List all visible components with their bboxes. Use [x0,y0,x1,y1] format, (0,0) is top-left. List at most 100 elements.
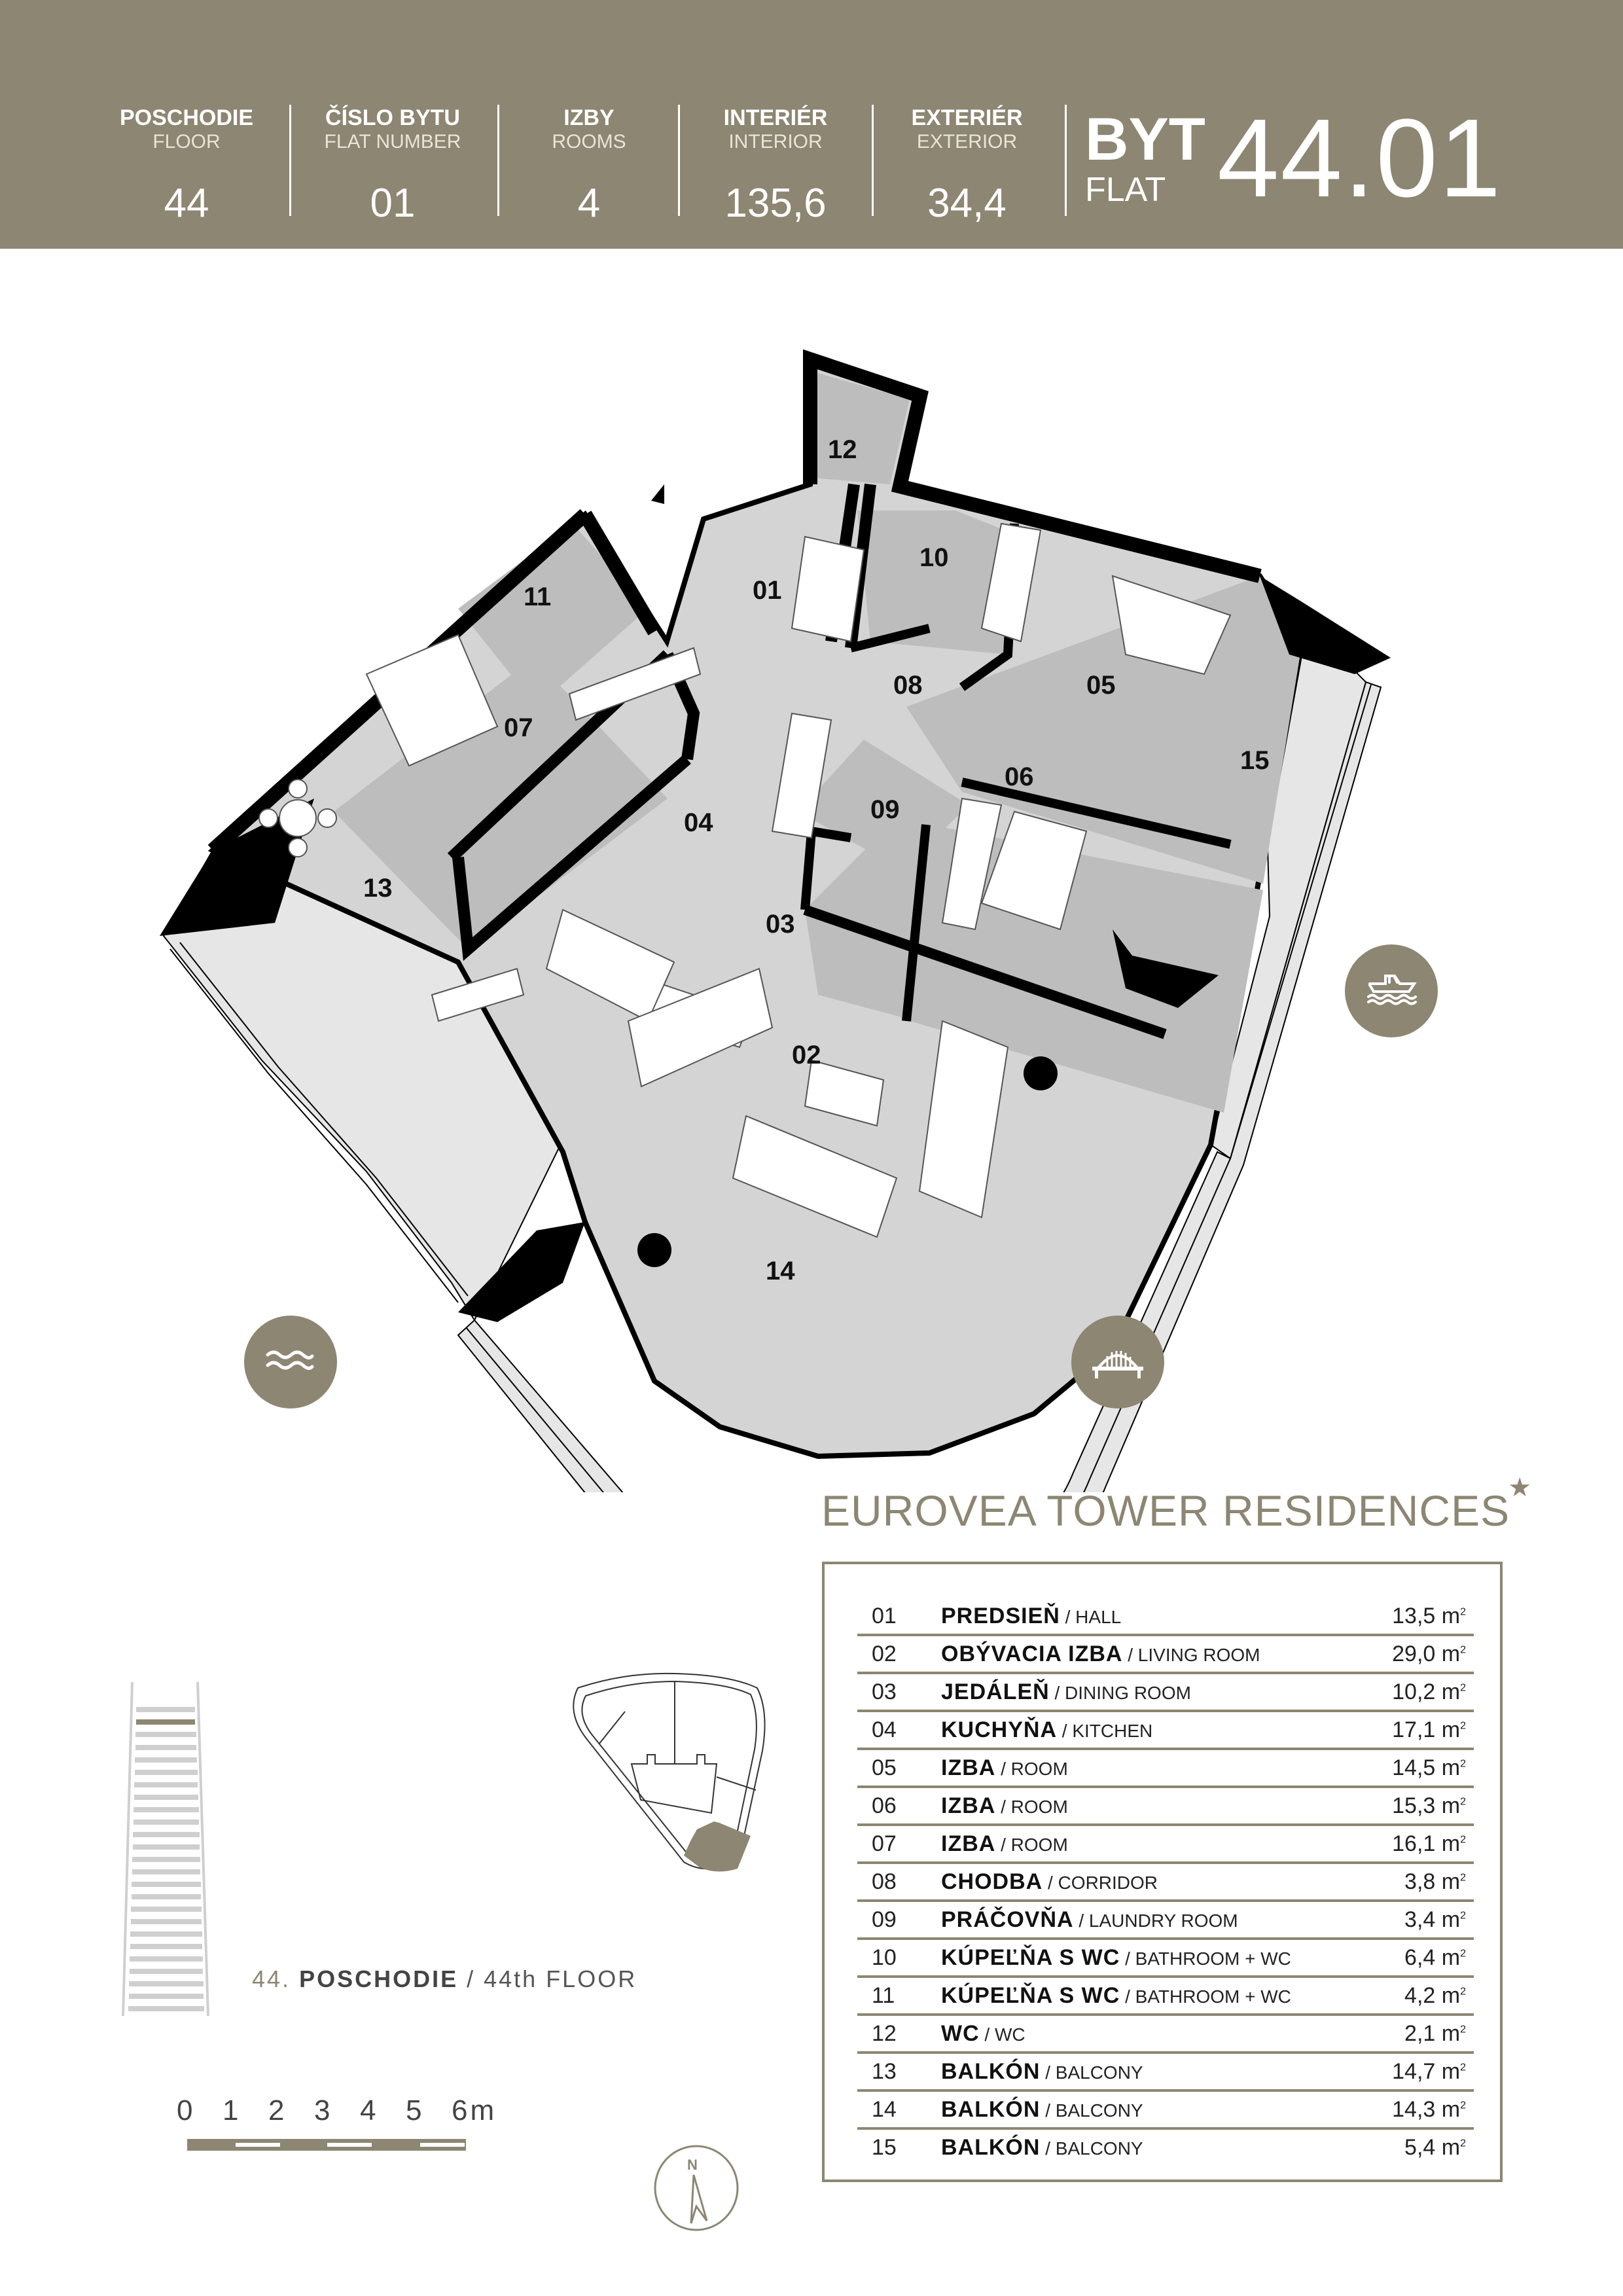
room-name-en: KITCHEN [1072,1721,1153,1741]
stat-label-sk: INTERIÉR [723,105,828,130]
stat-value: 01 [370,181,416,226]
room-label: 03 [766,910,795,939]
room-name-en: BATHROOM + WC [1135,1986,1291,2007]
room-label: 10 [919,543,949,572]
room-name-sk: BALKÓN [941,2059,1041,2084]
area-exp: 2 [1460,1872,1466,1884]
area-exp: 2 [1460,1720,1466,1732]
stat-label-en: FLOOR [152,131,221,152]
table-row: 06 IZBA / ROOM 15,3 m2 [857,1788,1474,1826]
room-number: 01 [872,1604,897,1628]
room-number: 02 [872,1641,897,1666]
header-divider [289,105,291,216]
table-row: 10 KÚPEĽŇA S WC / BATHROOM + WC 6,4 m2 [857,1940,1474,1978]
room-legend-table: 01 PREDSIEŇ / HALL 13,5 m2 02 OBÝVACIA I… [822,1562,1503,2182]
area-value: 5,4 [1404,2135,1436,2160]
scale-tick: 0 [177,2094,196,2126]
room-number: 15 [872,2135,897,2160]
room-name-en: BALCONY [1055,2062,1143,2083]
area-value: 17,1 [1392,1717,1436,1742]
brand-name-main: EUROVEA TOWER [821,1486,1210,1535]
area-unit: m [1441,2097,1461,2122]
header-divider [1065,105,1067,216]
room-name: BALKÓN / BALCONY [941,2135,1143,2160]
room-name-sk: KÚPEĽŇA S WC [941,1983,1120,2008]
bridge-icon [1092,1351,1143,1378]
room-name-en: LIVING ROOM [1137,1645,1260,1665]
room-area: 14,3 m2 [1392,2097,1466,2123]
table-row: 05 IZBA / ROOM 14,5 m2 [857,1750,1474,1788]
area-value: 16,1 [1392,1831,1436,1856]
room-name-en: ROOM [1010,1759,1068,1779]
room-name-sk: JEDÁLEŇ [941,1679,1050,1704]
area-exp: 2 [1460,1986,1466,1998]
stat-value: 34,4 [927,181,1007,226]
area-value: 13,5 [1392,1604,1436,1628]
area-value: 29,0 [1392,1641,1436,1666]
room-name-en: ROOM [1010,1797,1068,1817]
room-name: PRÁČOVŇA / LAUNDRY ROOM [941,1907,1238,1932]
room-name-en: ROOM [1010,1835,1068,1855]
room-label: 13 [363,874,393,903]
table-row: 12 WC / WC 2,1 m2 [857,2016,1474,2054]
room-name: BALKÓN / BALCONY [941,2097,1143,2122]
scale-bar [187,2139,466,2151]
stat-exterior: EXTERIÉR EXTERIOR 34,4 [897,105,1037,226]
stat-label-sk: EXTERIÉR [911,105,1023,130]
brand-logo: EUROVEA TOWER RESIDENCES ★ [821,1473,1531,1535]
building-key-plan-icon [573,1672,766,1872]
flat-label-sk: BYT [1085,106,1205,173]
area-value: 3,8 [1404,1869,1436,1894]
area-unit: m [1441,1869,1461,1894]
star-icon: ★ [1508,1473,1533,1502]
stat-label-en: EXTERIOR [916,131,1018,152]
room-name-sk: PRÁČOVŇA [941,1907,1074,1932]
table-row: 14 BALKÓN / BALCONY 14,3 m2 [857,2092,1474,2130]
room-area: 10,2 m2 [1392,1679,1466,1705]
room-label: 05 [1086,671,1116,700]
area-value: 14,5 [1392,1755,1436,1780]
room-name-sk: BALKÓN [941,2097,1041,2122]
area-exp: 2 [1460,1910,1466,1922]
header-divider [872,105,874,216]
area-value: 14,3 [1392,2097,1436,2122]
area-exp: 2 [1460,1644,1466,1656]
room-area: 14,7 m2 [1392,2059,1466,2085]
room-name: WC / WC [941,2021,1026,2046]
room-label: 01 [753,576,782,605]
room-area: 6,4 m2 [1404,1945,1466,1971]
room-name-en: BATHROOM + WC [1135,1948,1291,1969]
area-unit: m [1441,1641,1461,1666]
area-exp: 2 [1460,1948,1466,1960]
room-number: 05 [872,1755,897,1780]
room-area: 4,2 m2 [1404,1983,1466,2009]
area-unit: m [1441,1755,1461,1780]
area-unit: m [1441,2059,1461,2084]
room-name: KÚPEĽŇA S WC / BATHROOM + WC [941,1945,1291,1970]
table-row: 03 JEDÁLEŇ / DINING ROOM 10,2 m2 [857,1674,1474,1712]
area-unit: m [1441,1679,1461,1704]
flat-title-number: 44.01 [1217,96,1503,221]
view-boat [1345,944,1438,1037]
room-area: 29,0 m2 [1392,1641,1466,1667]
table-row: 04 KUCHYŇA / KITCHEN 17,1 m2 [857,1712,1474,1750]
room-name: KUCHYŇA / KITCHEN [941,1717,1153,1742]
room-name-sk: IZBA [941,1755,996,1780]
room-name-sk: KUCHYŇA [941,1717,1057,1742]
view-water [244,1316,337,1408]
room-label: 06 [1005,762,1034,791]
stat-value: 4 [577,181,601,226]
area-unit: m [1441,1831,1461,1856]
stat-interior: INTERIÉR INTERIOR 135,6 [700,105,851,226]
room-area: 3,4 m2 [1404,1907,1466,1933]
scale-tick: 5 [406,2094,425,2126]
stat-label-sk: IZBY [563,105,615,130]
north-compass-icon: N [654,2145,739,2231]
area-value: 6,4 [1404,1945,1436,1970]
floor-plan-drawing: 01 02 03 04 05 06 07 08 09 10 11 12 13 1… [160,349,1391,1621]
area-value: 4,2 [1404,1983,1436,2008]
area-unit: m [1441,2135,1461,2160]
north-label: N [687,2157,698,2173]
room-label: 12 [828,435,857,464]
